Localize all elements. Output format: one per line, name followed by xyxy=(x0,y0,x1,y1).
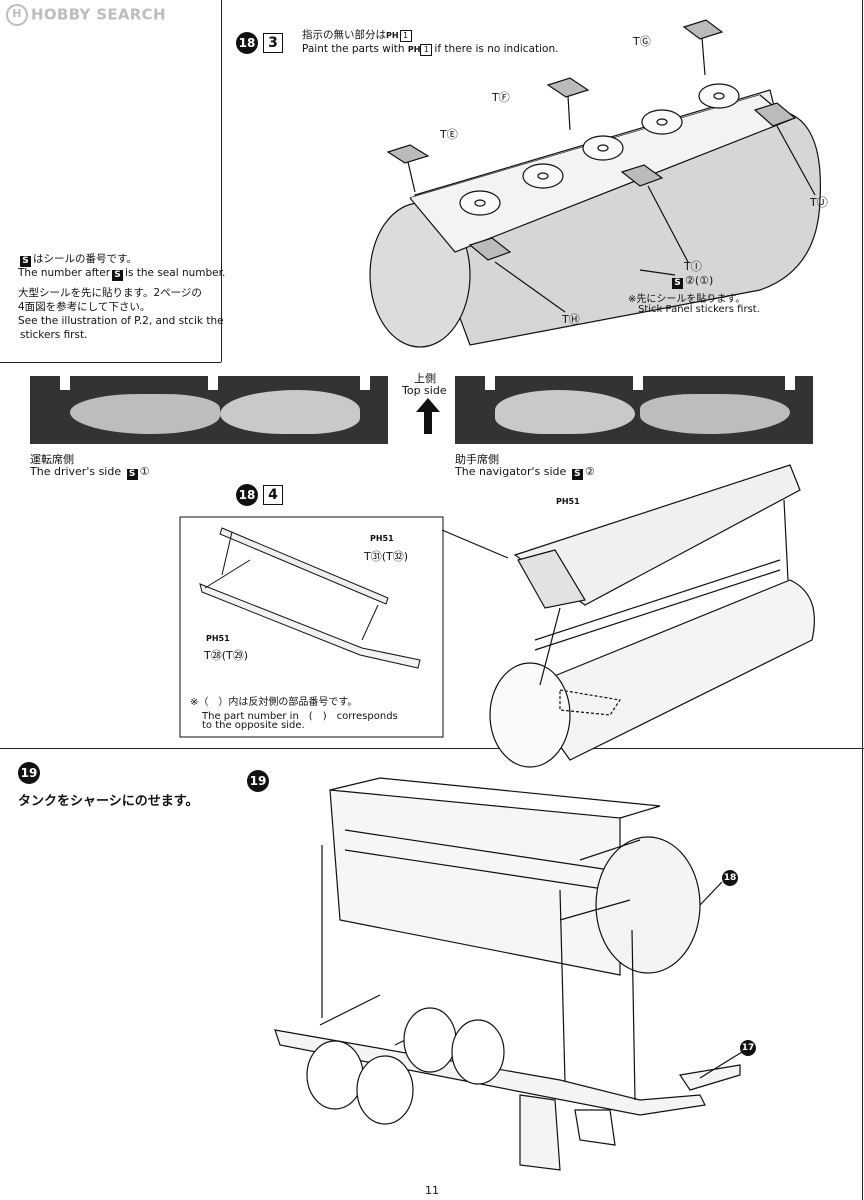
seal-icon: S xyxy=(672,278,683,289)
ref-step-17-badge: 17 xyxy=(740,1040,756,1056)
part-t57-label: TⒺ xyxy=(440,128,458,141)
part-t50-label: T㉘(T㉙) xyxy=(204,649,249,662)
step-19-instruction-jp: タンクをシャーシにのせます。 xyxy=(18,794,199,809)
ph51-bottom-label: PH51 xyxy=(206,634,230,643)
driver-side-label-jp: 運転席側 xyxy=(30,453,74,466)
left-column-divider xyxy=(221,0,222,362)
top-side-arrow-icon xyxy=(416,398,440,434)
part-t58-label: TⒻ xyxy=(492,91,510,104)
seal-note-line3: 大型シールを先に貼ります。2ページの xyxy=(18,287,202,299)
step-19-badge-illustration: 19 xyxy=(247,770,269,792)
inset-detail-box xyxy=(179,516,444,738)
tank-illustration-step4 xyxy=(441,464,815,768)
part-t59-label: TⒼ xyxy=(633,35,651,48)
opposite-side-note-en2: to the opposite side. xyxy=(202,720,305,731)
part-t62-label: TⒿ xyxy=(810,196,828,209)
seal-note-line4: 4面図を参考にして下さい。 xyxy=(18,301,151,313)
shark-graphic-left xyxy=(495,390,635,434)
seal-icon: S xyxy=(126,469,138,480)
page-number: 11 xyxy=(425,1184,439,1197)
step-18-badge-2: 18 xyxy=(236,484,258,506)
shark-graphic-right xyxy=(640,394,790,434)
part-t61-label: TⒾ xyxy=(684,260,702,273)
top-side-label-en: Top side xyxy=(402,384,447,397)
seal-note-line6: stickers first. xyxy=(20,329,88,341)
substep-4-box: 4 xyxy=(263,485,283,505)
middle-divider xyxy=(0,748,864,749)
step-19-badge: 19 xyxy=(18,762,40,784)
right-border xyxy=(862,0,863,1200)
opposite-side-note-en1: The part number in ( ) corresponds xyxy=(202,711,398,722)
logo-text: HOBBY SEARCH xyxy=(31,5,166,24)
part-t60-label: TⒽ xyxy=(562,313,580,326)
seal-note-jp: ※先にシールを貼ります。 xyxy=(628,294,746,305)
chassis-assembly-illustration xyxy=(274,777,743,1171)
seal-note-line5: See the illustration of P.2, and stcik t… xyxy=(18,315,224,327)
navigator-side-sticker xyxy=(455,376,813,444)
seal-icon: S xyxy=(571,469,583,480)
ph51-right-label: PH51 xyxy=(556,497,580,506)
shark-graphic-left xyxy=(70,394,220,434)
seal-icon: S xyxy=(112,270,124,281)
shark-graphic-right xyxy=(220,390,360,434)
top-section-divider xyxy=(0,362,221,363)
navigator-side-label-jp: 助手席側 xyxy=(455,453,499,466)
substep-3-box: 3 xyxy=(263,33,283,53)
ref-step-18-badge: 18 xyxy=(722,870,738,886)
driver-side-sticker xyxy=(30,376,388,444)
step-18-badge: 18 xyxy=(236,32,258,54)
logo-mark: H xyxy=(6,4,28,26)
part-t53-label: T㉛(T㉜) xyxy=(364,550,409,563)
inset-parts xyxy=(199,527,421,669)
ph51-top-label: PH51 xyxy=(370,534,394,543)
opposite-side-note-jp: ※（ ）内は反対側の部品番号です。 xyxy=(190,697,358,708)
top-side-label-jp: 上側 xyxy=(414,372,436,385)
seal-note-en: Stick Panel stickers first. xyxy=(638,304,760,315)
tank-illustration-step3 xyxy=(369,19,822,348)
seal-icon: S xyxy=(20,256,31,267)
